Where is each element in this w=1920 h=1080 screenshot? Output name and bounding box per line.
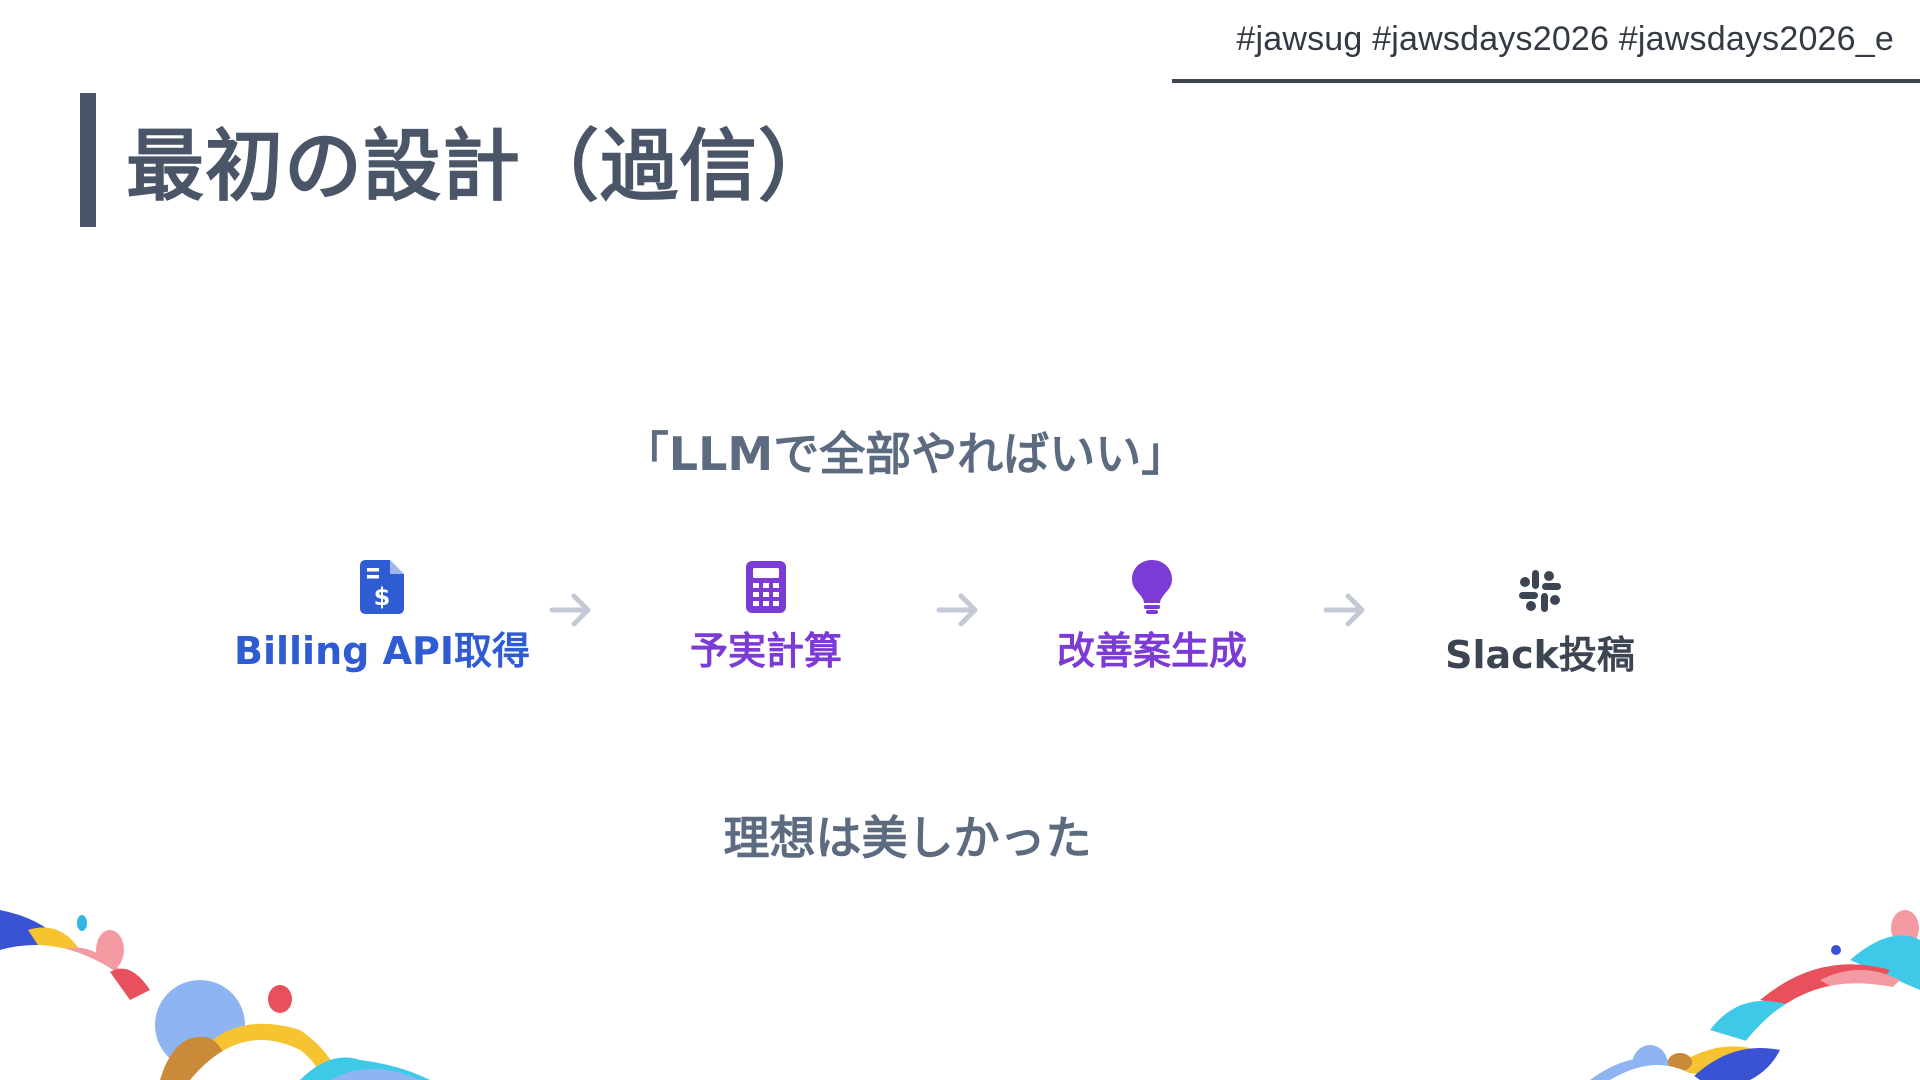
flow-step-label: Slack投稿 — [1360, 624, 1720, 679]
closing-statement: 理想は美しかった — [0, 802, 1815, 868]
arrow-right-icon — [935, 588, 983, 632]
calculator-icon — [746, 560, 786, 614]
slack-icon — [1518, 560, 1562, 618]
arrow-right-icon — [1322, 588, 1370, 632]
flow-step-label: 予実計算 — [586, 620, 946, 675]
svg-text:$: $ — [374, 583, 391, 611]
flow-step-label: Billing API取得 — [202, 620, 562, 675]
title-accent-bar — [80, 93, 96, 227]
hashtags: #jawsug #jawsdays2026 #jawsdays2026_e — [1236, 20, 1894, 59]
flow-step-slack: Slack投稿 — [1360, 560, 1720, 679]
arrow-right-icon — [548, 588, 596, 632]
slide-quote: 「LLMで全部やればいい」 — [0, 418, 1810, 484]
slide-title: 最初の設計（過信） — [126, 104, 837, 216]
decorative-corner-left — [0, 910, 430, 1080]
lightbulb-icon — [1132, 560, 1172, 614]
flow-step-calculation: 予実計算 — [586, 560, 946, 675]
flow-step-label: 改善案生成 — [972, 620, 1332, 675]
header-divider — [1172, 79, 1920, 83]
billing-document-icon: $ — [360, 560, 404, 614]
flow-step-billing: $ Billing API取得 — [202, 560, 562, 675]
flow-step-improvement: 改善案生成 — [972, 560, 1332, 675]
decorative-corner-right — [1520, 910, 1920, 1080]
